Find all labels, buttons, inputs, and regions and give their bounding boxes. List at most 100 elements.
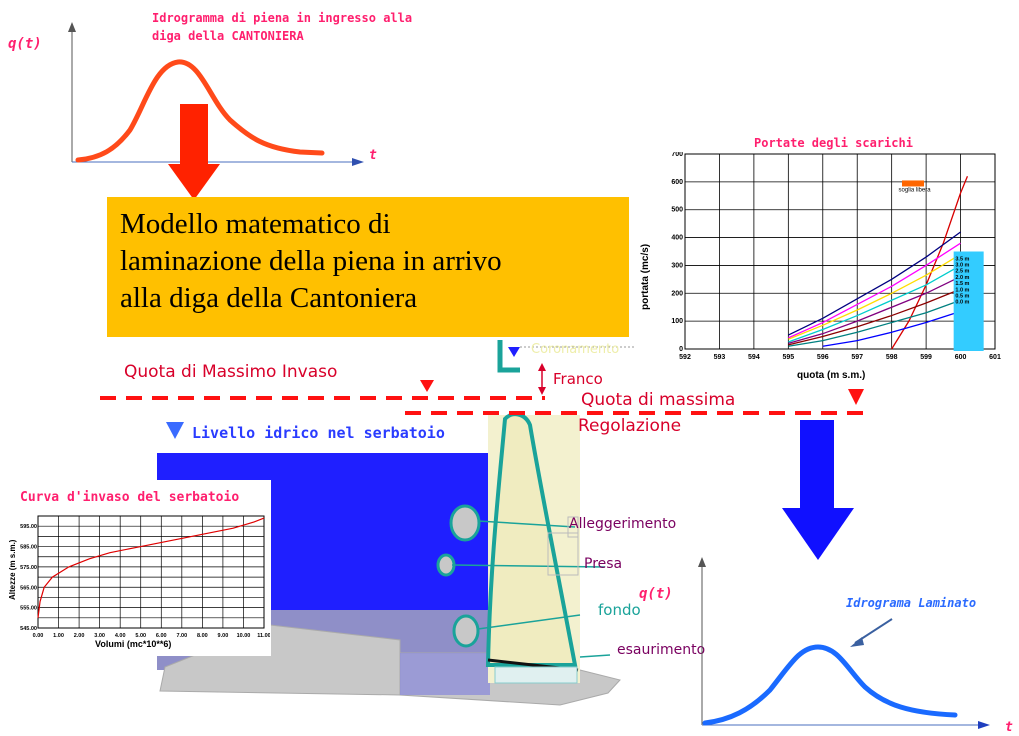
fondo-label: fondo — [598, 601, 641, 619]
scarichi-series-line — [788, 242, 961, 339]
max-invaso-marker-icon — [420, 380, 434, 392]
max-regolazione-marker-icon — [848, 389, 864, 405]
inflow-curve — [75, 59, 325, 163]
scarichi-x-tick: 592 — [679, 354, 691, 361]
invaso-y-tick: 585.00 — [20, 545, 37, 551]
invaso-x-tick: 2.00 — [74, 633, 85, 639]
scarichi-title: Portate degli scarichi — [754, 136, 913, 150]
dam-base-box — [494, 666, 578, 684]
crest-shape — [497, 340, 520, 373]
quota-massimo-invaso-label: Quota di Massimo Invaso — [124, 362, 338, 382]
presa-outlet — [436, 553, 456, 577]
gate-label: 3.5 m — [955, 256, 969, 262]
scarichi-series-line — [788, 253, 961, 340]
scarichi-series-line — [822, 310, 961, 347]
laminated-pointer-icon — [850, 637, 864, 647]
ground-blue — [400, 653, 490, 695]
gate-label: 1.5 m — [955, 281, 969, 287]
model-text-line2: laminazione della piena in arrivo — [120, 245, 502, 277]
scarichi-series-line — [891, 176, 969, 350]
crest-marker-icon — [508, 347, 520, 357]
model-text-line3: alla diga della Cantoniera — [120, 282, 418, 314]
invaso-y-tick: 595.00 — [20, 524, 37, 530]
scarichi-series-line — [788, 288, 961, 346]
scarichi-y-tick: 200 — [671, 290, 683, 297]
scarichi-y-tick: 400 — [671, 235, 683, 242]
laminated-curve — [702, 644, 958, 726]
scarichi-xlabel: quota (m s.m.) — [797, 370, 866, 381]
invaso-x-tick: 6.00 — [156, 633, 167, 639]
red-down-arrow-icon — [168, 104, 220, 200]
fondo-outlet — [452, 614, 480, 648]
scarichi-series-line — [788, 231, 961, 336]
invaso-curve — [37, 517, 265, 618]
soglia-label: soglia libera — [899, 188, 932, 194]
scarichi-ylabel: portata (mc/s) — [640, 243, 651, 310]
invaso-x-tick: 5.00 — [135, 633, 146, 639]
gate-label: 2.0 m — [955, 275, 969, 281]
scarichi-x-tick: 599 — [920, 354, 932, 361]
scarichi-y-tick: 700 — [671, 152, 683, 158]
dam-body — [485, 412, 578, 667]
scarichi-series-line — [788, 264, 961, 343]
scarichi-y-tick: 300 — [671, 262, 683, 269]
livello-label: Livello idrico nel serbatoio — [192, 424, 445, 442]
inflow-x-label: t — [369, 148, 377, 163]
invaso-x-tick: 7.00 — [176, 633, 187, 639]
laminated-title: Idrograma Laminato — [846, 596, 977, 610]
franco-label: Franco — [553, 370, 603, 388]
invaso-xlabel: Volumi (mc*10**6) — [95, 639, 172, 649]
scarichi-x-tick: 595 — [782, 354, 794, 361]
invaso-x-tick: 0.00 — [33, 633, 44, 639]
scarichi-x-tick: 593 — [714, 354, 726, 361]
inflow-title-line1: Idrogramma di piena in ingresso alla — [152, 11, 413, 25]
quota-massima-line2: Regolazione — [578, 416, 682, 436]
esaurimento-label: esaurimento — [617, 642, 706, 658]
invaso-x-tick: 4.00 — [115, 633, 126, 639]
scarichi-y-tick: 0 — [679, 346, 683, 353]
ground-left — [159, 624, 401, 696]
scarichi-y-tick: 500 — [671, 207, 683, 214]
scarichi-x-tick: 601 — [989, 354, 1001, 361]
blue-down-arrow-icon — [782, 420, 854, 560]
scarichi-y-tick: 100 — [671, 318, 683, 325]
inflow-x-arrow — [352, 158, 364, 166]
quota-massima-line1: Quota di massima — [581, 390, 736, 410]
model-text: Modello matematico di laminazione della … — [120, 206, 620, 317]
invaso-x-tick: 3.00 — [94, 633, 105, 639]
scarichi-series-line — [788, 275, 961, 345]
inflow-hydrograph — [68, 22, 364, 166]
gate-label: 2.5 m — [955, 269, 969, 275]
scarichi-x-tick: 600 — [955, 354, 967, 361]
gate-label: 1.0 m — [955, 287, 969, 293]
invaso-x-tick: 9.00 — [218, 633, 229, 639]
gate-label: 0.0 m — [955, 300, 969, 306]
coronamento-label: Coronamento — [531, 342, 620, 357]
invaso-ylabel: Altezze (m s.m.) — [8, 539, 17, 600]
laminated-x-label: t — [1005, 720, 1013, 735]
invaso-title: Curva d'invaso del serbatoio — [20, 490, 240, 505]
scarichi-x-tick: 598 — [886, 354, 898, 361]
laminated-hydrograph — [698, 557, 990, 729]
invaso-y-tick: 575.00 — [20, 565, 37, 571]
inflow-y-label: q(t) — [8, 36, 42, 52]
scarichi-x-tick: 596 — [817, 354, 829, 361]
model-text-line1: Modello matematico di — [120, 208, 391, 240]
invaso-y-tick: 545.00 — [20, 626, 37, 632]
inflow-y-arrow — [68, 22, 76, 32]
scarichi-y-tick: 600 — [671, 179, 683, 186]
inflow-title: Idrogramma di piena in ingresso alla dig… — [152, 9, 412, 45]
gate-label: 3.0 m — [955, 262, 969, 268]
scarichi-series-line — [788, 299, 961, 347]
alleggerimento-label: Alleggerimento — [569, 516, 677, 532]
invaso-x-tick: 11.00 — [257, 633, 270, 639]
inflow-title-line2: diga della CANTONIERA — [152, 29, 304, 43]
gate-label: 0.5 m — [955, 293, 969, 299]
alleggerimento-outlet — [449, 504, 481, 542]
invaso-y-tick: 565.00 — [20, 585, 37, 591]
water-level-marker-icon — [166, 422, 184, 439]
model-box — [107, 197, 629, 337]
invaso-x-tick: 8.00 — [197, 633, 208, 639]
